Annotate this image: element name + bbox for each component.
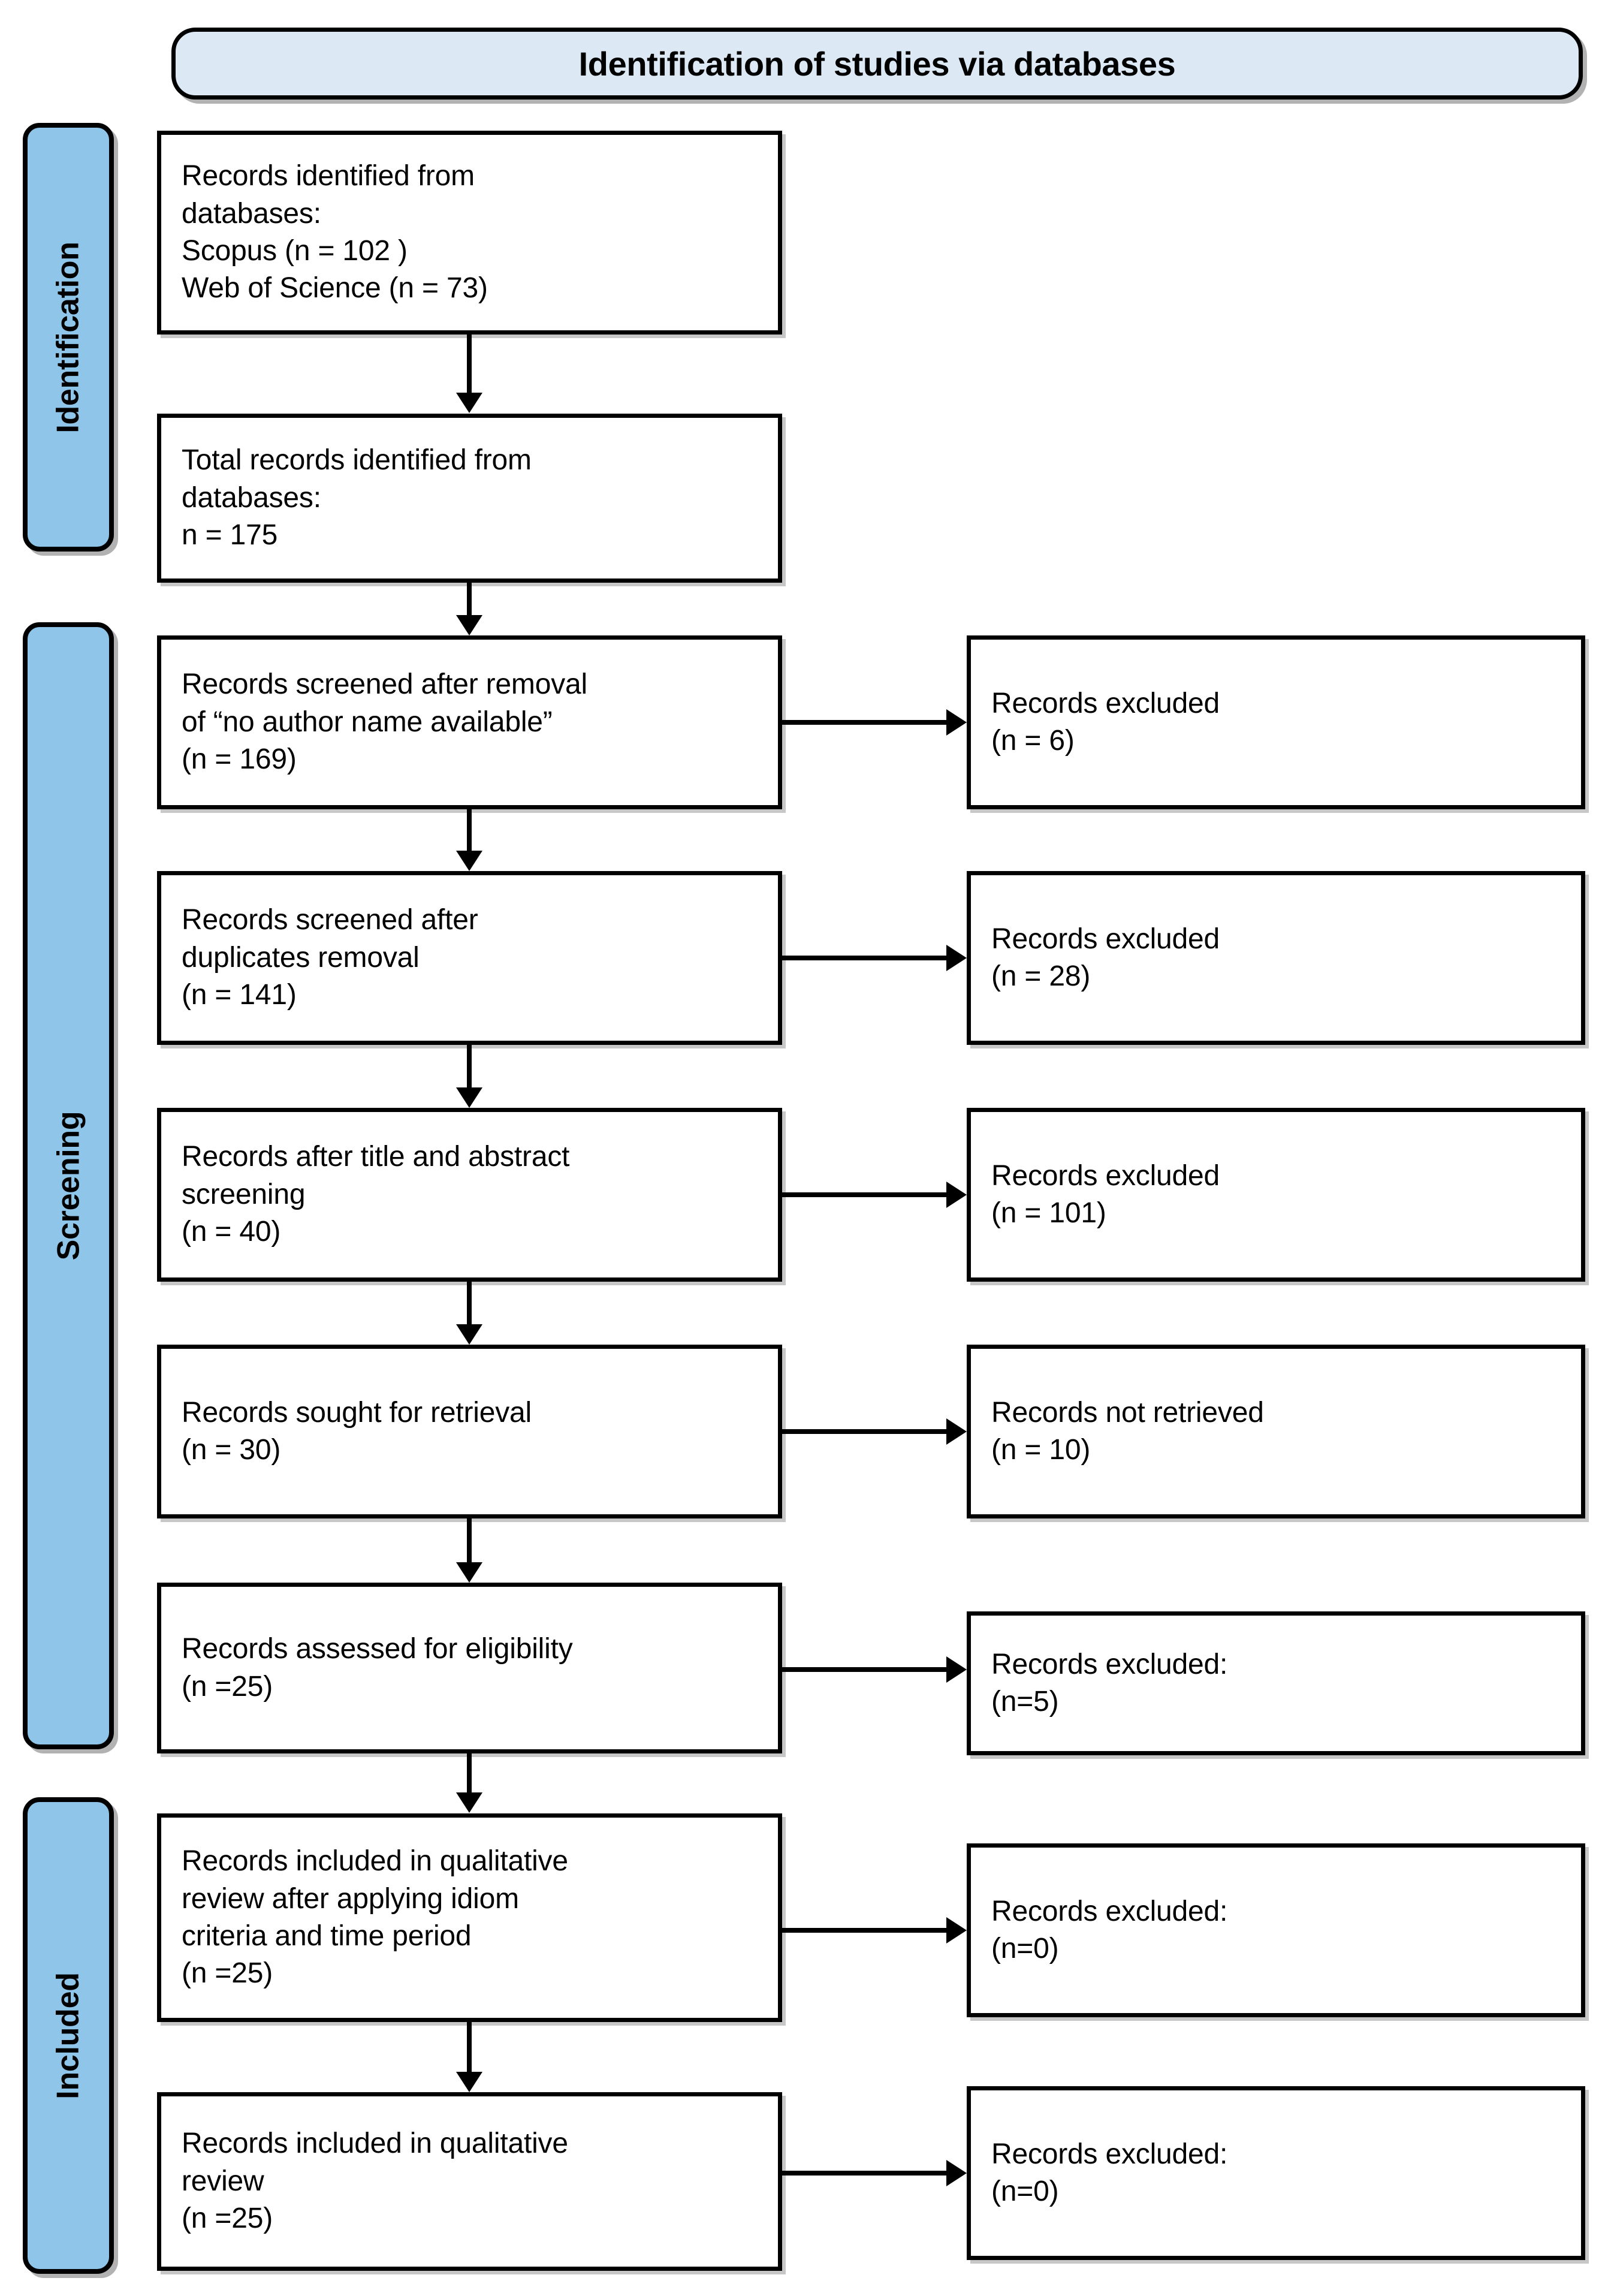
- box-records-included-review-text: Records included in qualitative review (…: [182, 2128, 568, 2235]
- box-records-assessed-eligibility: Records assessed for eligibility (n =25): [157, 1583, 782, 1753]
- box-records-identified: Records identified from databases: Scopu…: [157, 131, 782, 335]
- box-excluded-101-text: Records excluded (n = 101): [991, 1159, 1220, 1229]
- box-total-records-identified-text: Total records identified from databases:…: [182, 444, 532, 552]
- connector-6-arrow-icon: [456, 1562, 482, 1583]
- box-excluded-0-b: Records excluded: (n=0): [967, 2086, 1585, 2260]
- box-excluded-6-text: Records excluded (n = 6): [991, 687, 1220, 757]
- side-connector-6-line: [782, 1928, 947, 1933]
- side-connector-3-arrow-icon: [946, 1182, 967, 1208]
- side-connector-2-arrow-icon: [946, 945, 967, 971]
- stage-label-identification: Identification: [51, 241, 86, 433]
- box-records-sought-retrieval: Records sought for retrieval (n = 30): [157, 1345, 782, 1518]
- stage-label-screening: Screening: [51, 1111, 86, 1261]
- box-records-included-idiom: Records included in qualitative review a…: [157, 1813, 782, 2022]
- side-connector-5-arrow-icon: [946, 1656, 967, 1683]
- box-records-assessed-eligibility-text: Records assessed for eligibility (n =25): [182, 1633, 573, 1703]
- box-records-screened-no-author-text: Records screened after removal of “no au…: [182, 668, 587, 776]
- side-connector-7-arrow-icon: [946, 2160, 967, 2186]
- stage-bar-included: Included: [23, 1797, 114, 2274]
- box-records-screened-no-author: Records screened after removal of “no au…: [157, 635, 782, 809]
- connector-7-arrow-icon: [456, 1792, 482, 1813]
- box-total-records-identified: Total records identified from databases:…: [157, 414, 782, 583]
- box-excluded-5-text: Records excluded: (n=5): [991, 1648, 1228, 1718]
- connector-1-arrow-icon: [456, 393, 482, 413]
- box-records-title-abstract: Records after title and abstract screeni…: [157, 1108, 782, 1282]
- box-records-included-review: Records included in qualitative review (…: [157, 2092, 782, 2271]
- connector-5-arrow-icon: [456, 1324, 482, 1345]
- side-connector-1-arrow-icon: [946, 709, 967, 736]
- box-excluded-6: Records excluded (n = 6): [967, 635, 1585, 809]
- box-records-sought-retrieval-text: Records sought for retrieval (n = 30): [182, 1396, 532, 1466]
- box-excluded-28: Records excluded (n = 28): [967, 871, 1585, 1045]
- side-connector-5-line: [782, 1667, 947, 1672]
- box-excluded-0-b-text: Records excluded: (n=0): [991, 2138, 1228, 2207]
- connector-4-vertical: [467, 1045, 472, 1088]
- stage-bar-identification: Identification: [23, 123, 114, 552]
- stage-bar-screening: Screening: [23, 622, 114, 1749]
- connector-3-vertical: [467, 809, 472, 851]
- connector-4-arrow-icon: [456, 1087, 482, 1108]
- box-records-included-idiom-text: Records included in qualitative review a…: [182, 1845, 568, 1990]
- side-connector-2-line: [782, 956, 947, 960]
- connector-2-vertical: [467, 583, 472, 616]
- connector-8-arrow-icon: [456, 2072, 482, 2092]
- stage-label-included: Included: [51, 1972, 86, 2099]
- banner-label: Identification of studies via databases: [578, 44, 1176, 83]
- box-records-identified-text: Records identified from databases: Scopu…: [182, 160, 488, 305]
- connector-2-arrow-icon: [456, 615, 482, 635]
- box-excluded-101: Records excluded (n = 101): [967, 1108, 1585, 1282]
- connector-8-vertical: [467, 2022, 472, 2072]
- side-connector-4-arrow-icon: [946, 1418, 967, 1445]
- side-connector-1-line: [782, 720, 947, 725]
- connector-3-arrow-icon: [456, 851, 482, 871]
- side-connector-3-line: [782, 1192, 947, 1197]
- box-excluded-0-a-text: Records excluded: (n=0): [991, 1895, 1228, 1964]
- identification-banner: Identification of studies via databases: [171, 28, 1583, 100]
- side-connector-4-line: [782, 1429, 947, 1434]
- box-excluded-0-a: Records excluded: (n=0): [967, 1843, 1585, 2017]
- box-not-retrieved-10: Records not retrieved (n = 10): [967, 1345, 1585, 1518]
- box-not-retrieved-10-text: Records not retrieved (n = 10): [991, 1396, 1264, 1466]
- box-records-title-abstract-text: Records after title and abstract screeni…: [182, 1141, 570, 1248]
- connector-7-vertical: [467, 1753, 472, 1793]
- side-connector-7-line: [782, 2171, 947, 2176]
- box-excluded-28-text: Records excluded (n = 28): [991, 923, 1220, 992]
- box-records-screened-duplicates: Records screened after duplicates remova…: [157, 871, 782, 1045]
- box-records-screened-duplicates-text: Records screened after duplicates remova…: [182, 904, 478, 1011]
- side-connector-6-arrow-icon: [946, 1917, 967, 1944]
- box-excluded-5: Records excluded: (n=5): [967, 1611, 1585, 1755]
- connector-1-vertical: [467, 335, 472, 394]
- connector-6-vertical: [467, 1518, 472, 1563]
- connector-5-vertical: [467, 1282, 472, 1325]
